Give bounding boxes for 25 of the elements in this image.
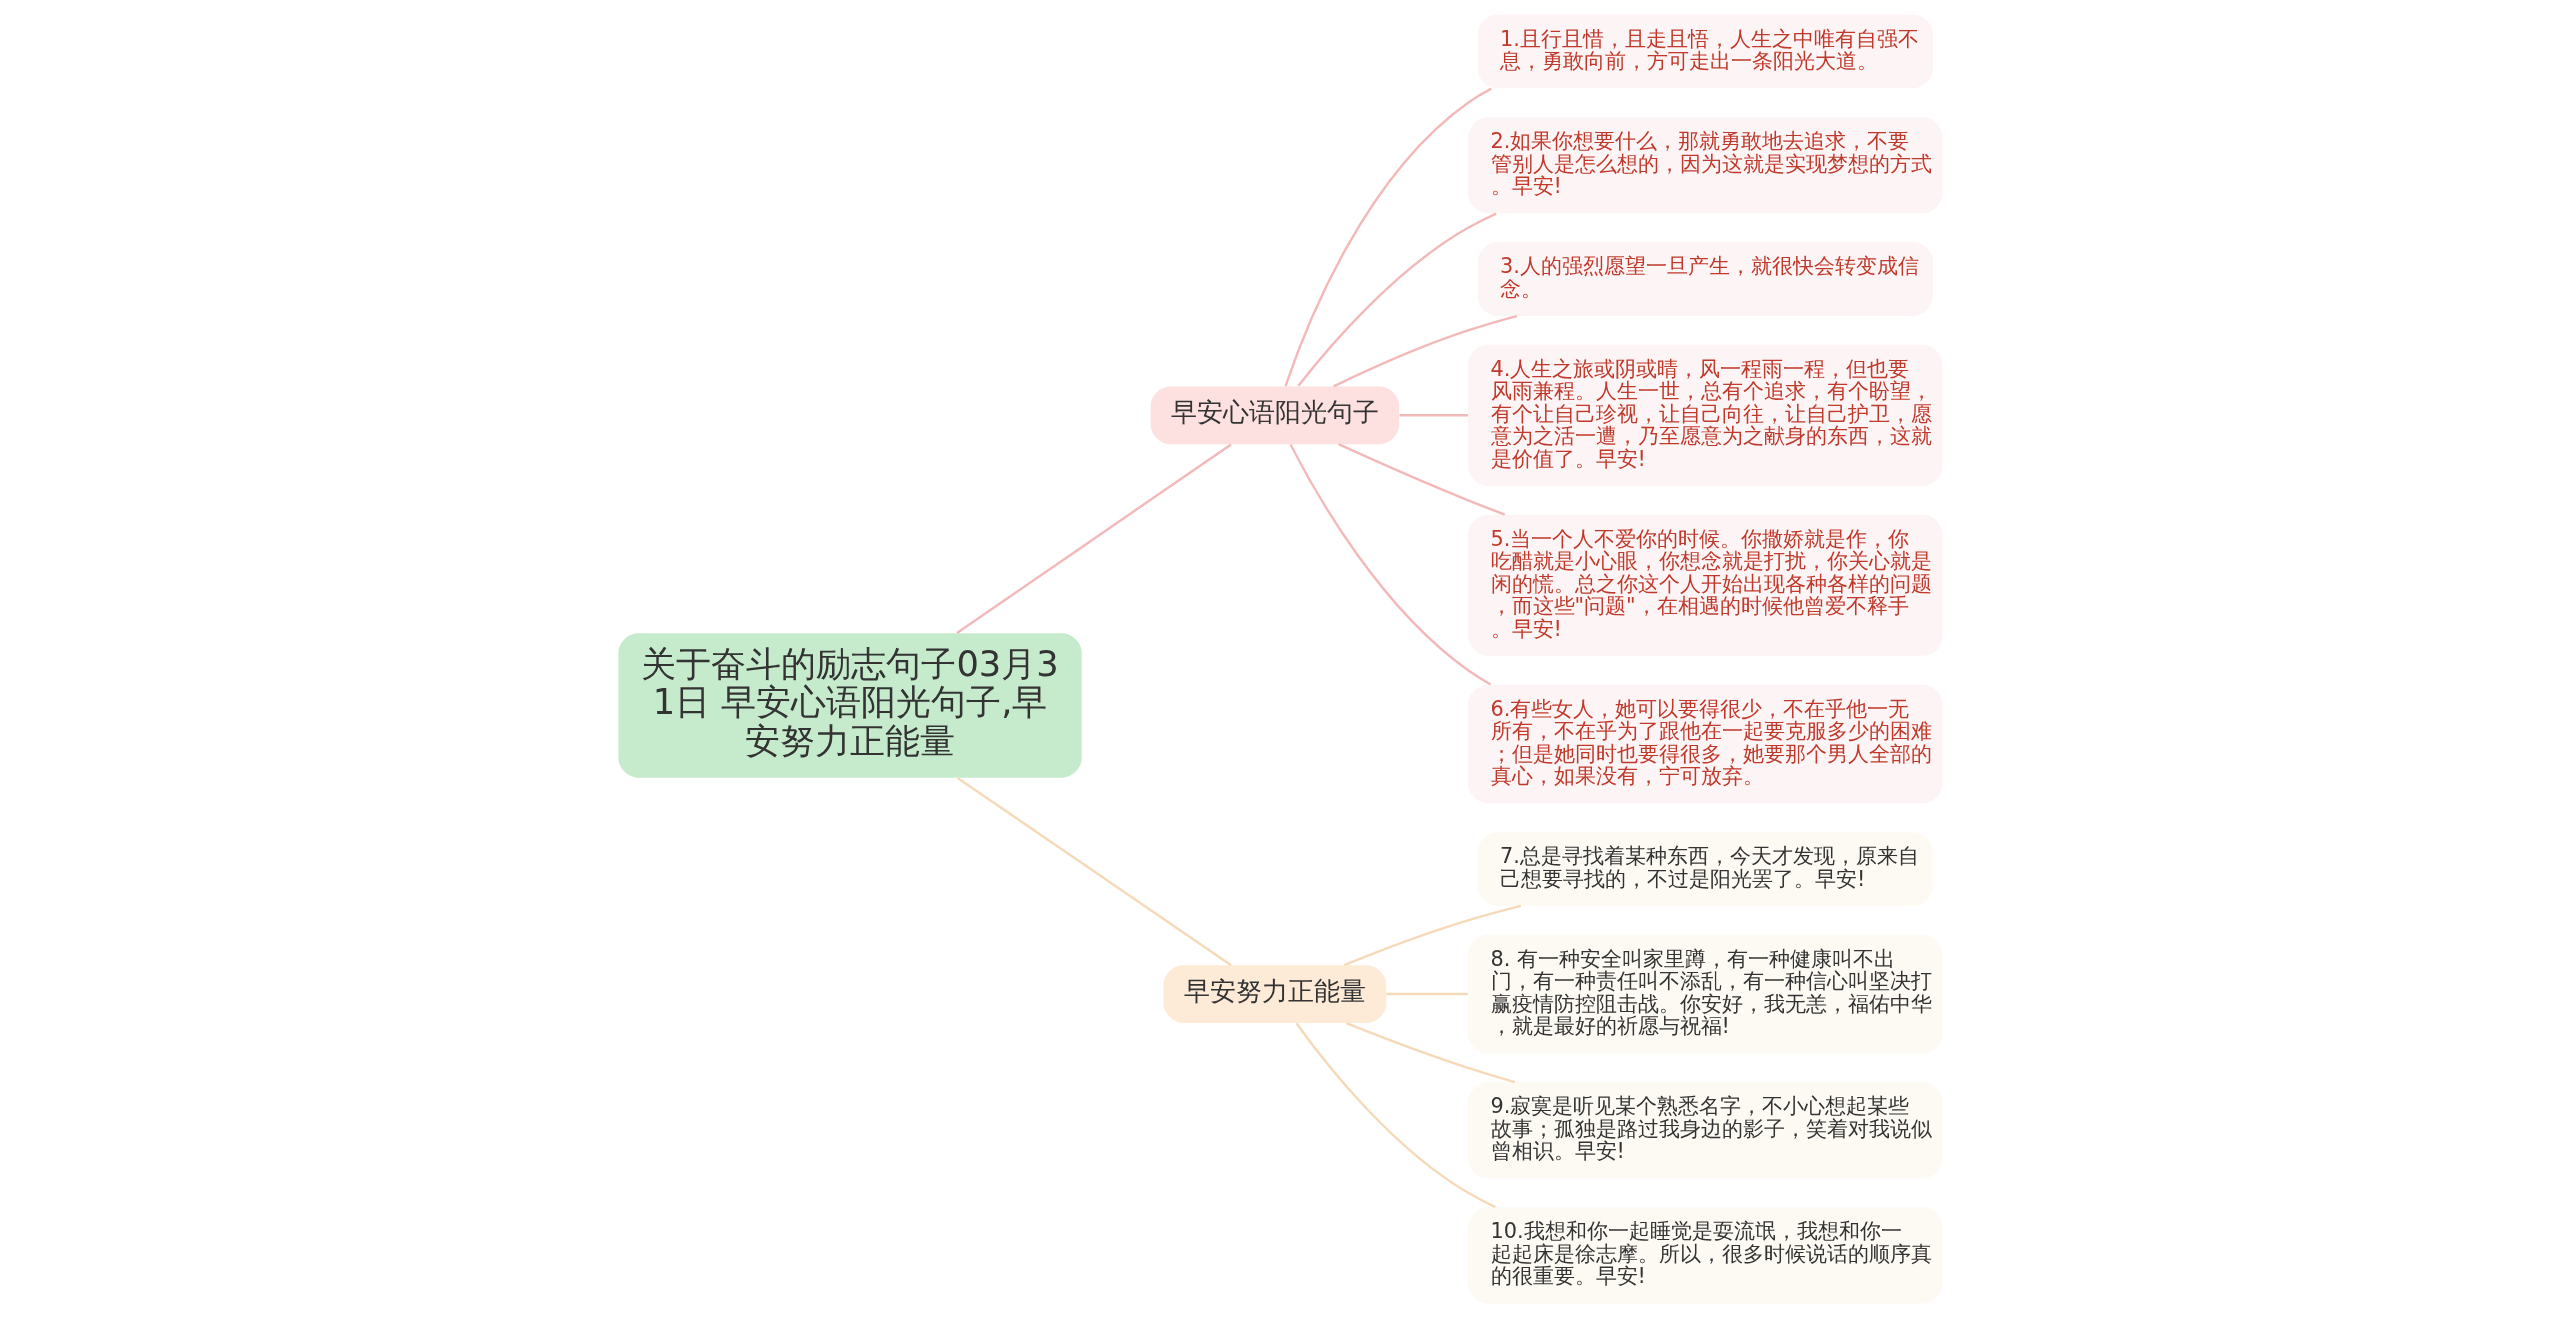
node-box: 9.寂寞是听见某个熟悉名字，不小心想起某些故事；孤独是路过我身边的影子，笑着对我说似曾相识。早安! bbox=[1467, 1082, 1943, 1179]
connector bbox=[1283, 87, 1492, 387]
connector bbox=[1289, 443, 1491, 686]
node-box: 关于奋斗的励志句子03月31日 早安心语阳光句子,早安努力正能量 bbox=[617, 633, 1082, 778]
connector bbox=[956, 776, 1232, 967]
node-box: 6.有些女人，她可以要得很少，不在乎他一无所有，不在乎为了跟他在一起要克服多少的困难；但是她同时也要得很多，她要那个男人全部的真心，如果没有，宁可放弃。 bbox=[1467, 684, 1943, 804]
node-box: 1.且行且惜，且走且悟，人生之中唯有自强不息，勇敢向前，方可走出一条阳光大道。 bbox=[1477, 14, 1933, 89]
node-box: 4.人生之旅或阴或晴，风一程雨一程，但也要风雨兼程。人生一世，总有个追求，有个盼望，有个让自己珍视，让自己向往，让自己护卫，愿意为之活一遭，乃至愿意为之献身的东西，这就是价值了。早安! bbox=[1467, 344, 1943, 486]
connector bbox=[1296, 212, 1497, 387]
node-box: 10.我想和你一起睡觉是耍流氓，我想和你一起起床是徐志摩。所以，很多时候说话的顺序真的很重要。早安! bbox=[1467, 1207, 1943, 1304]
connector bbox=[1345, 1021, 1515, 1084]
connector bbox=[955, 443, 1232, 634]
connector bbox=[1337, 443, 1505, 516]
node-box: 5.当一个人不爱你的时候。你撒娇就是作，你吃醋就是小心眼，你想念就是打扰，你关心就是闲的慌。总之你这个人开始出现各种各样的问题，而这些"问题"，在相遇的时候他曾爱不释手。早安! bbox=[1467, 514, 1943, 656]
connector bbox=[1343, 904, 1521, 967]
connector bbox=[1399, 414, 1468, 417]
node-box: 2.如果你想要什么，那就勇敢地去追求，不要管别人是怎么想的，因为这就是实现梦想的方式。早安! bbox=[1467, 117, 1943, 214]
node-box: 早安心语阳光句子 bbox=[1150, 386, 1399, 445]
node-box: 7.总是寻找着某种东西，今天才发现，原来自己想要寻找的，不过是阳光罢了。早安! bbox=[1477, 832, 1933, 906]
connector bbox=[1294, 1022, 1496, 1209]
connector bbox=[1332, 314, 1517, 388]
node-box: 8. 有一种安全叫家里蹲，有一种健康叫不出门，有一种责任叫不添乱，有一种信心叫坚决打赢疫情防控阻击战。你安好，我无恙，福佑中华，就是最好的祈愿与祝福! bbox=[1467, 934, 1943, 1054]
node-box: 3.人的强烈愿望一旦产生，就很快会转变成信念。 bbox=[1477, 242, 1933, 316]
connector bbox=[1386, 992, 1468, 996]
node-box: 早安努力正能量 bbox=[1162, 965, 1386, 1023]
